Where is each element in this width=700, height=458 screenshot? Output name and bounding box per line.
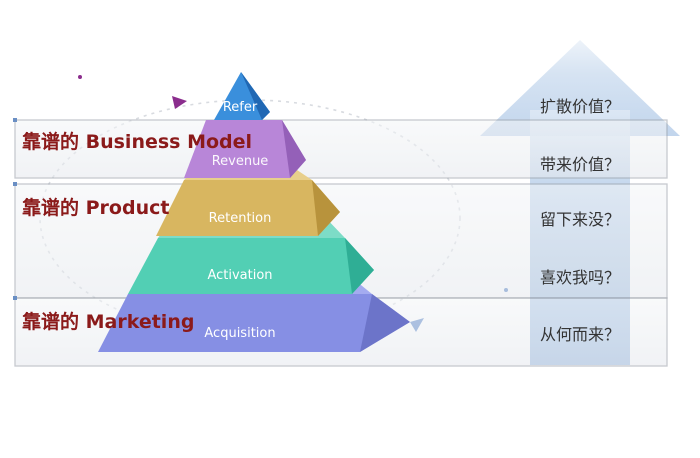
band-label-marketing: 靠谱的 Marketing bbox=[22, 311, 195, 333]
pyramid-tier-revenue bbox=[184, 120, 306, 178]
tier-label-revenue: Revenue bbox=[211, 154, 269, 169]
cycle-arrowhead-top bbox=[172, 96, 187, 109]
tier-label-activation: Activation bbox=[207, 268, 273, 283]
cycle-dot bbox=[78, 75, 82, 79]
tier-label-retention: Retention bbox=[208, 211, 272, 226]
pyramid bbox=[98, 72, 410, 352]
band-label-business-model: 靠谱的 Business Model bbox=[22, 131, 253, 153]
question-spread-value: 扩散价值？ bbox=[539, 97, 620, 116]
question-bring-value: 带来价值？ bbox=[539, 155, 620, 174]
question-where-from: 从何而来？ bbox=[539, 325, 620, 344]
tier-label-refer: Refer bbox=[222, 100, 258, 115]
question-like-me: 喜欢我吗？ bbox=[539, 268, 620, 287]
pyramid-tier-refer bbox=[214, 72, 270, 120]
band-business-model bbox=[13, 118, 668, 179]
tier-label-acquisition: Acquisition bbox=[204, 326, 276, 341]
band-label-product: 靠谱的 Product bbox=[22, 197, 170, 219]
question-stay: 留下来没？ bbox=[539, 210, 620, 229]
